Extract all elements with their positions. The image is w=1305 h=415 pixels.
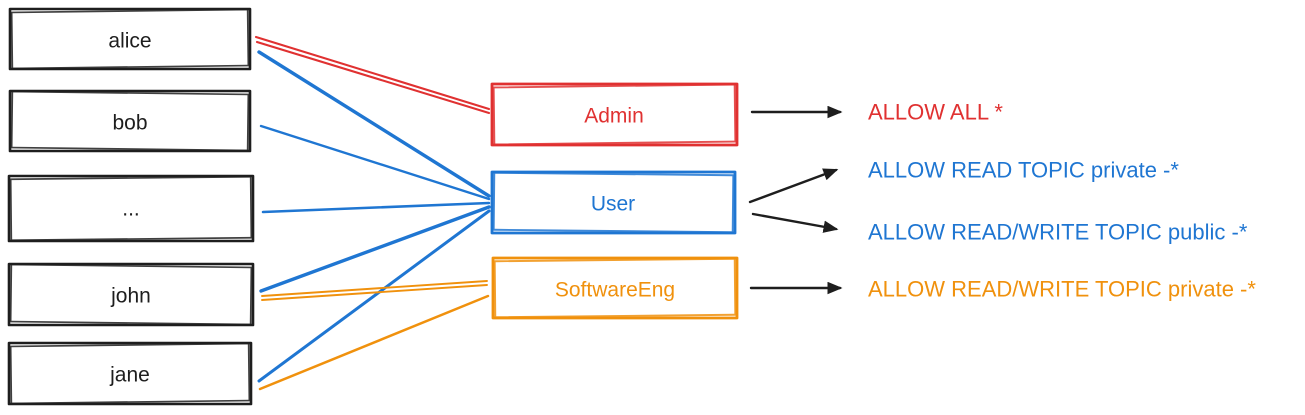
user-node-ellipsis: ... bbox=[7, 174, 255, 243]
role-label-admin: Admin bbox=[584, 105, 644, 128]
user-box-ellipsis-sketch bbox=[9, 175, 253, 242]
user-box-bob-sketch bbox=[10, 90, 250, 152]
permission-label-readwrite-topic-public: ALLOW READ/WRITE TOPIC public -* bbox=[868, 220, 1248, 245]
user-label-ellipsis: ... bbox=[122, 198, 140, 221]
user-label-alice: alice bbox=[108, 30, 151, 53]
edge-ellipsis-user bbox=[261, 201, 491, 214]
edge-john-user bbox=[259, 205, 491, 293]
edge-alice-admin bbox=[254, 35, 491, 111]
role-box-admin-sketch bbox=[492, 83, 737, 146]
user-node-bob: bob bbox=[8, 89, 252, 153]
role-label-user: User bbox=[591, 193, 635, 216]
role-box-user bbox=[490, 170, 737, 235]
arrow-user-read-private bbox=[748, 168, 839, 204]
edge-bob-user bbox=[259, 124, 491, 201]
user-label-john: john bbox=[110, 285, 151, 308]
edge-alice-user bbox=[257, 50, 491, 198]
user-node-jane: jane bbox=[7, 341, 253, 406]
edge-john-softwareeng-sketch bbox=[261, 284, 488, 301]
role-node-softwareeng: SoftwareEng bbox=[491, 256, 739, 320]
role-box-softwareeng bbox=[491, 256, 739, 320]
user-node-john: john bbox=[7, 262, 255, 327]
arrow-user-readwrite-public bbox=[751, 212, 839, 233]
edge-john-softwareeng bbox=[261, 280, 488, 297]
user-box-ellipsis bbox=[7, 174, 255, 243]
membership-edges bbox=[254, 35, 491, 391]
role-node-user: User bbox=[490, 170, 737, 235]
role-label-softwareeng: SoftwareEng bbox=[555, 279, 675, 302]
user-box-john-sketch bbox=[9, 263, 253, 326]
user-box-alice-sketch bbox=[10, 8, 250, 70]
role-node-admin: Admin bbox=[490, 82, 739, 147]
user-box-jane bbox=[7, 341, 253, 406]
permission-label-read-topic-private: ALLOW READ TOPIC private -* bbox=[868, 158, 1179, 183]
role-box-admin bbox=[490, 82, 739, 147]
user-label-bob: bob bbox=[112, 112, 147, 135]
edge-jane-softwareeng bbox=[258, 294, 490, 391]
user-label-jane: jane bbox=[109, 364, 150, 387]
permission-labels: ALLOW ALL * ALLOW READ TOPIC private -* … bbox=[868, 100, 1256, 302]
permission-label-allow-all: ALLOW ALL * bbox=[868, 100, 1003, 125]
role-box-softwareeng-sketch bbox=[493, 257, 737, 319]
edge-alice-admin-sketch bbox=[255, 40, 491, 115]
permission-label-readwrite-topic-private: ALLOW READ/WRITE TOPIC private -* bbox=[868, 277, 1256, 302]
user-box-alice bbox=[8, 7, 252, 71]
user-box-jane-sketch bbox=[9, 342, 251, 405]
permission-arrows bbox=[748, 105, 843, 295]
user-box-john bbox=[7, 262, 255, 327]
role-box-user-sketch bbox=[492, 171, 735, 234]
user-node-alice: alice bbox=[8, 7, 252, 71]
user-box-bob bbox=[8, 89, 252, 153]
edge-jane-user bbox=[257, 209, 491, 383]
